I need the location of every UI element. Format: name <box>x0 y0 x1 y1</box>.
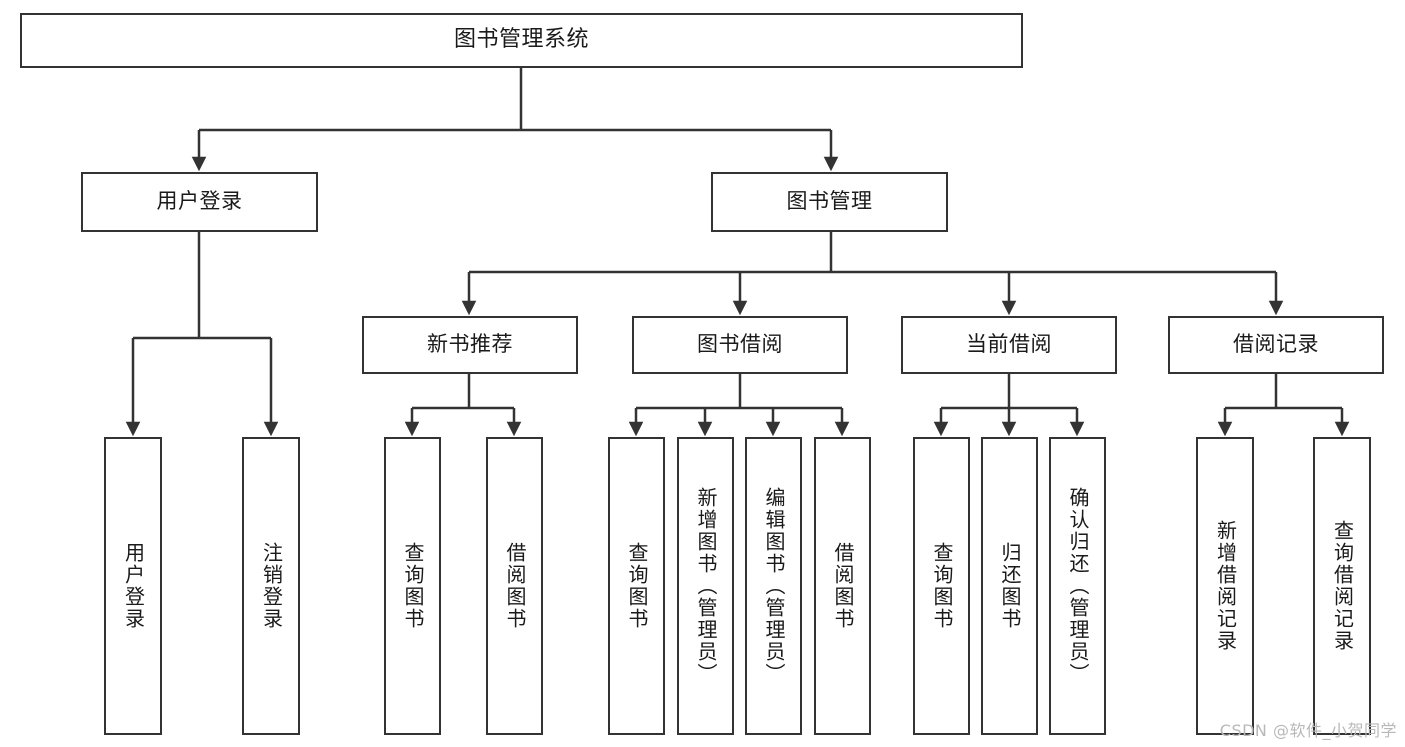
node-leaf-query-book-2[interactable]: 查询图书 <box>608 437 665 735</box>
node-leaf-confirm-return[interactable]: 确认归还（管理员） <box>1049 437 1106 735</box>
node-leaf-logout-label: 注销登录 <box>259 542 284 630</box>
node-leaf-query-record[interactable]: 查询借阅记录 <box>1313 437 1371 735</box>
node-current-borrow[interactable]: 当前借阅 <box>901 316 1117 374</box>
node-leaf-confirm-return-label: 确认归还（管理员） <box>1066 487 1090 685</box>
node-book-borrow[interactable]: 图书借阅 <box>632 316 848 374</box>
node-leaf-query-book-3[interactable]: 查询图书 <box>913 437 970 735</box>
node-root[interactable]: 图书管理系统 <box>20 13 1023 68</box>
node-leaf-borrow-book-1-label: 借阅图书 <box>503 542 527 630</box>
node-leaf-query-record-label: 查询借阅记录 <box>1330 520 1355 652</box>
node-leaf-add-book[interactable]: 新增图书（管理员） <box>677 437 734 735</box>
node-borrow-record-label: 借阅记录 <box>1233 332 1319 357</box>
node-leaf-borrow-book-1[interactable]: 借阅图书 <box>486 437 543 735</box>
node-new-book-rec[interactable]: 新书推荐 <box>362 316 578 374</box>
node-leaf-edit-book-label: 编辑图书（管理员） <box>762 487 786 685</box>
node-leaf-return-book[interactable]: 归还图书 <box>981 437 1038 735</box>
node-current-borrow-label: 当前借阅 <box>966 332 1052 357</box>
node-leaf-query-book-1[interactable]: 查询图书 <box>384 437 441 735</box>
node-leaf-logout[interactable]: 注销登录 <box>242 437 300 735</box>
node-leaf-query-book-1-label: 查询图书 <box>401 542 425 630</box>
node-leaf-query-book-3-label: 查询图书 <box>930 542 954 630</box>
node-book-manage[interactable]: 图书管理 <box>711 172 948 232</box>
node-leaf-borrow-book-2[interactable]: 借阅图书 <box>814 437 871 735</box>
node-book-manage-label: 图书管理 <box>786 189 873 214</box>
node-leaf-return-book-label: 归还图书 <box>998 542 1022 630</box>
node-user-login-label: 用户登录 <box>156 189 243 214</box>
node-leaf-query-book-2-label: 查询图书 <box>625 542 649 630</box>
node-leaf-add-record[interactable]: 新增借阅记录 <box>1196 437 1254 735</box>
node-new-book-rec-label: 新书推荐 <box>427 332 513 357</box>
node-leaf-borrow-book-2-label: 借阅图书 <box>831 542 855 630</box>
node-borrow-record[interactable]: 借阅记录 <box>1168 316 1384 374</box>
node-root-label: 图书管理系统 <box>453 27 589 53</box>
node-leaf-add-record-label: 新增借阅记录 <box>1213 520 1238 652</box>
node-user-login[interactable]: 用户登录 <box>81 172 318 232</box>
node-leaf-user-login[interactable]: 用户登录 <box>104 437 162 735</box>
node-leaf-user-login-label: 用户登录 <box>121 542 146 630</box>
node-leaf-add-book-label: 新增图书（管理员） <box>694 487 718 685</box>
node-book-borrow-label: 图书借阅 <box>697 332 783 357</box>
node-leaf-edit-book[interactable]: 编辑图书（管理员） <box>745 437 802 735</box>
